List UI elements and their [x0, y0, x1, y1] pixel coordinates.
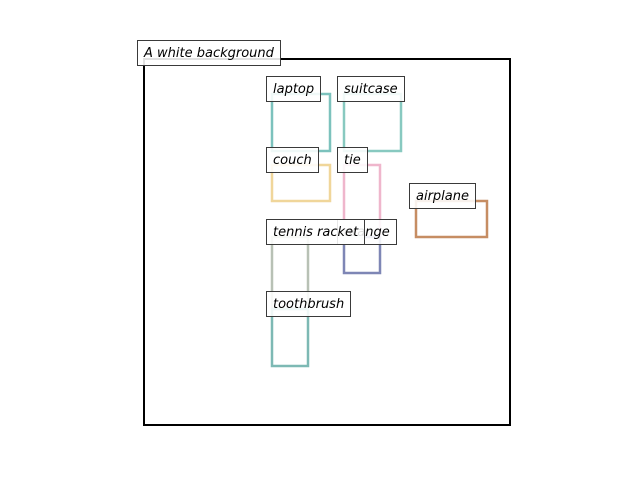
- label-tennis-racket: tennis racket: [266, 219, 366, 245]
- caption-label: A white background: [137, 40, 281, 66]
- label-tie: tie: [337, 147, 368, 173]
- label-couch: couch: [266, 147, 319, 173]
- label-airplane: airplane: [409, 183, 476, 209]
- label-laptop: laptop: [266, 76, 322, 102]
- label-toothbrush: toothbrush: [266, 291, 352, 317]
- canvas-frame: [143, 58, 511, 426]
- label-suitcase: suitcase: [337, 76, 405, 102]
